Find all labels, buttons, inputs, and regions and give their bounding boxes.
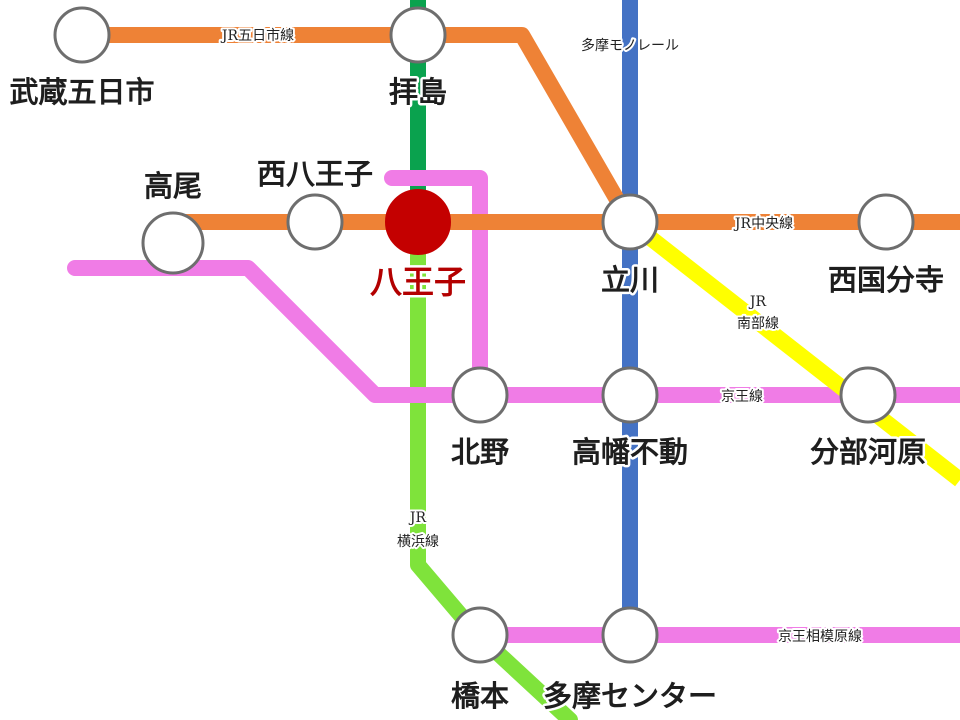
yokohama-line-label-name: 横浜線 xyxy=(397,534,439,550)
station-nishi-hachioji[interactable] xyxy=(286,193,344,251)
station-kitano[interactable] xyxy=(451,366,509,424)
keio-line-label: 京王線 xyxy=(721,389,763,405)
yokohama-line-label-jr: JR xyxy=(408,510,427,526)
station-musashi-itsukaichi[interactable] xyxy=(53,6,111,64)
station-takahata-fudo[interactable] xyxy=(601,366,659,424)
label-nishi-kokubunji: 西国分寺 xyxy=(828,263,944,297)
chuo-line-label: JR中央線 xyxy=(733,216,793,232)
label-tachikawa: 立川 xyxy=(601,263,659,297)
label-takao: 高尾 xyxy=(144,169,202,203)
station-bubaigawara[interactable] xyxy=(839,366,897,424)
label-hachioji: 八王子 xyxy=(370,263,466,301)
sagamihara-line-label: 京王相模原線 xyxy=(778,629,862,645)
label-kitano: 北野 xyxy=(451,435,509,469)
label-haijima: 拝島 xyxy=(389,75,447,109)
jr-itsukaichi-line xyxy=(74,27,638,230)
label-takahata-fudo: 高幡不動 xyxy=(572,435,688,469)
monorail-line-label: 多摩モノレール xyxy=(581,37,679,54)
station-hachioji[interactable] xyxy=(385,189,451,255)
station-nishi-kokubunji[interactable] xyxy=(857,193,915,251)
itsukaichi-line-label: JR五日市線 xyxy=(220,27,294,44)
station-tama-center[interactable] xyxy=(601,606,659,664)
keio-takao-branch-line xyxy=(384,170,488,403)
nambu-line-label-name: 南部線 xyxy=(737,316,779,332)
nambu-line-label-jr: JR xyxy=(748,294,767,310)
label-nishi-hachioji: 西八王子 xyxy=(257,157,373,191)
station-hashimoto[interactable] xyxy=(451,606,509,664)
label-musashi-itsukaichi: 武蔵五日市 xyxy=(9,75,154,109)
station-haijima[interactable] xyxy=(389,6,447,64)
label-tama-center: 多摩センター xyxy=(543,679,717,713)
label-hashimoto: 橋本 xyxy=(451,679,509,713)
jr-nambu-line xyxy=(625,215,960,487)
station-tachikawa[interactable] xyxy=(601,193,659,251)
station-takao[interactable] xyxy=(141,211,205,275)
label-bubaigawara: 分部河原 xyxy=(810,435,926,469)
